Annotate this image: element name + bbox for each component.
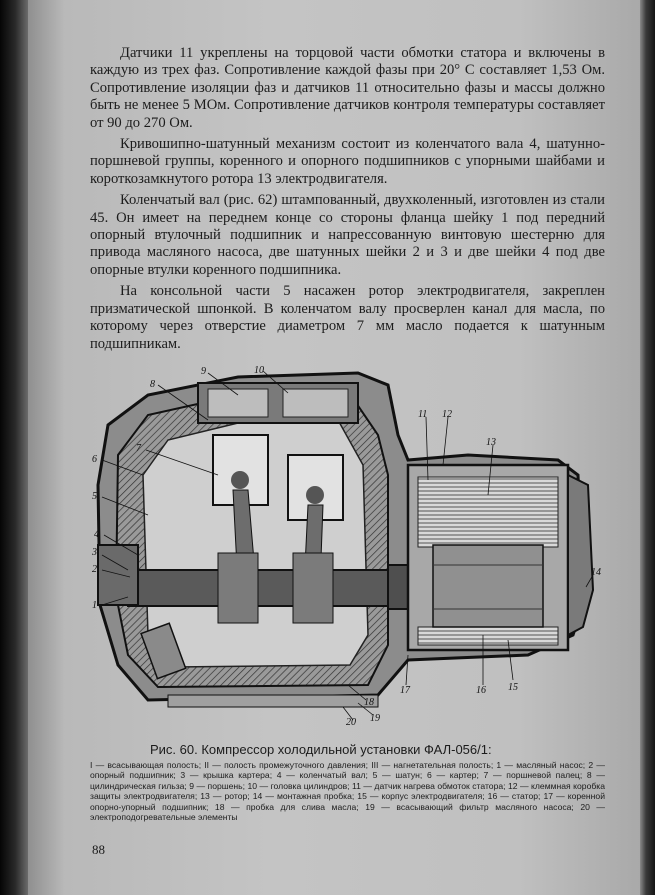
figure-legend: I — всасывающая полость; II — полость пр…	[90, 760, 605, 823]
label-19: 19	[370, 713, 380, 724]
label-3: 3	[91, 547, 97, 558]
body-text: Датчики 11 укреплены на торцовой части о…	[90, 45, 605, 357]
label-20: 20	[346, 717, 356, 728]
compressor-cross-section: 1 2 3 4 5 6 7 8 9 10 11 12 13 14 15 16 1…	[91, 365, 601, 728]
label-6: 6	[92, 454, 97, 465]
label-17: 17	[400, 685, 411, 696]
label-11: 11	[418, 409, 427, 420]
label-7: 7	[136, 443, 142, 454]
label-9: 9	[201, 366, 206, 377]
paragraph-4: На консольной части 5 насажен ротор элек…	[90, 283, 605, 352]
label-18: 18	[364, 697, 374, 708]
book-spine-shadow	[0, 0, 28, 895]
label-1: 1	[92, 600, 97, 611]
paragraph-3: Коленчатый вал (рис. 62) штампованный, д…	[90, 192, 605, 278]
paragraph-1: Датчики 11 укреплены на торцовой части о…	[90, 45, 605, 131]
figure-caption: Рис. 60. Компрессор холодильной установк…	[150, 742, 492, 757]
label-14: 14	[591, 567, 601, 578]
label-13: 13	[486, 437, 496, 448]
paragraph-2: Кривошипно-шатунный механизм состоит из …	[90, 136, 605, 187]
page-number: 88	[92, 842, 105, 857]
label-4: 4	[94, 529, 99, 540]
label-10: 10	[254, 365, 264, 376]
label-16: 16	[476, 685, 486, 696]
label-12: 12	[442, 409, 452, 420]
label-2: 2	[92, 564, 97, 575]
page-right-edge	[640, 0, 655, 895]
label-5: 5	[92, 491, 97, 502]
label-8: 8	[150, 379, 155, 390]
compressor-drawing: 1 2 3 4 5 6 7 8 9 10 11 12 13 14 15 16 1…	[88, 365, 606, 740]
label-15: 15	[508, 682, 518, 693]
